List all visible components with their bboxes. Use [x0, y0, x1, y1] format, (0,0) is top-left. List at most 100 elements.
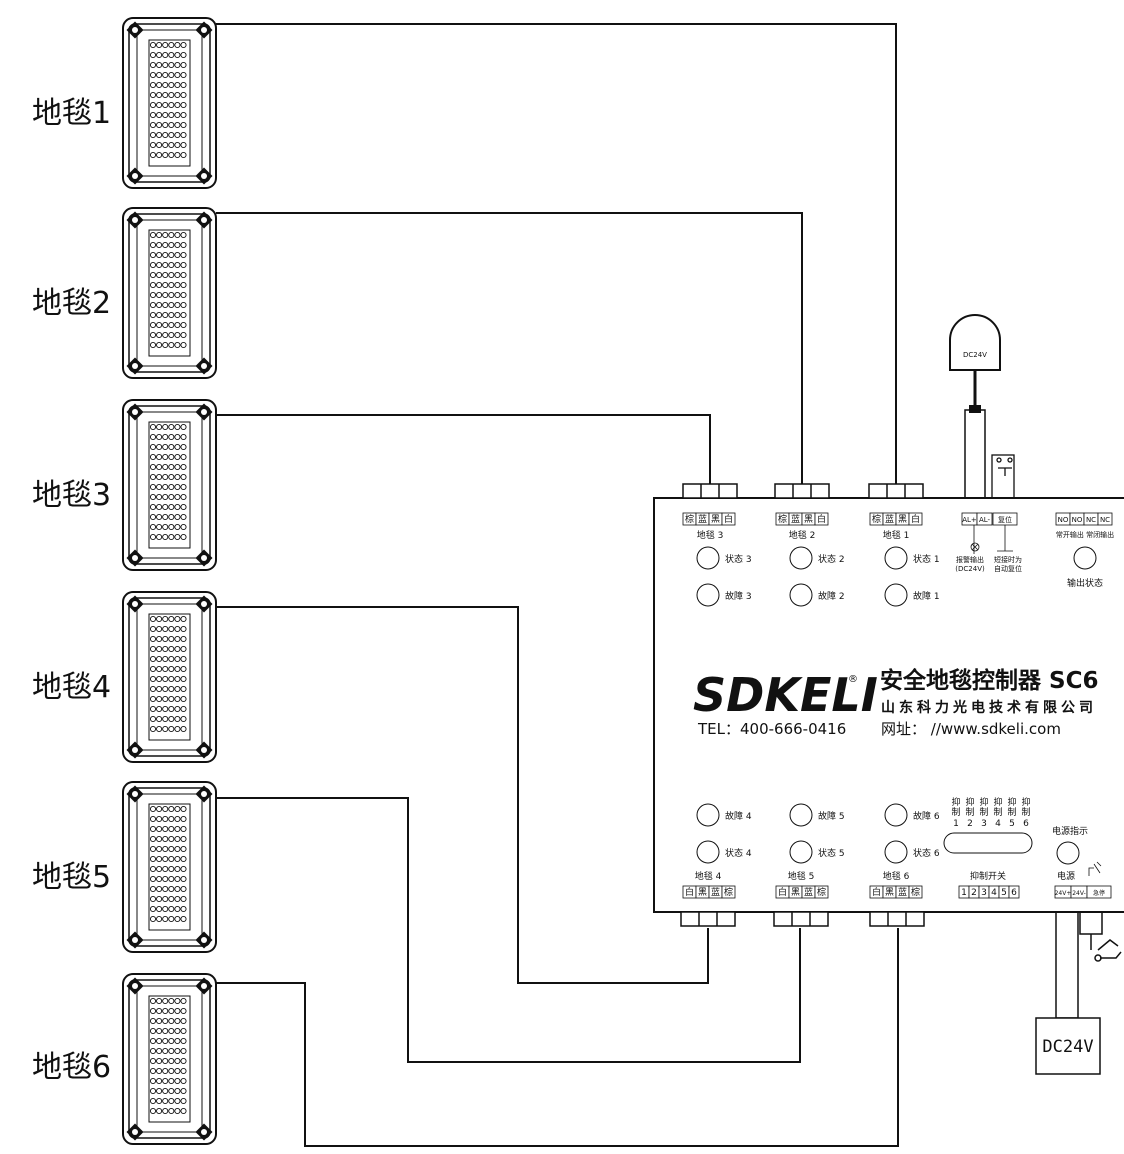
mat3-terminal-label: 白	[724, 513, 733, 525]
company-name: 山东科力光电技术有限公司	[881, 699, 1097, 716]
svg-text:电源指示: 电源指示	[1052, 825, 1088, 837]
mat-4	[122, 591, 217, 763]
lamp-symbol-icon	[970, 542, 980, 552]
mat6-terminal-label: 白	[872, 886, 881, 898]
svg-text:地毯 5: 地毯 5	[788, 870, 815, 882]
website-text: 网址： //www.sdkeli.com	[881, 720, 1061, 738]
registered-mark: ®	[848, 674, 858, 685]
inhibit-terminal-label: 5	[1001, 888, 1007, 898]
svg-text:地毯 3: 地毯 3	[697, 529, 724, 541]
mat6-terminal-4	[908, 885, 923, 899]
mat1-terminal-4	[908, 512, 923, 526]
inhibit-terminal-label: 4	[991, 888, 997, 898]
status-2-indicator	[789, 546, 813, 570]
inhibit-label-char: 制	[993, 806, 1002, 818]
svg-text:地毯 2: 地毯 2	[789, 529, 816, 541]
inhibit-label-char: 抑	[993, 796, 1002, 808]
mat2-terminal-label: 棕	[778, 513, 787, 525]
svg-text:状态 2: 状态 2	[818, 553, 845, 565]
output-terminal-label: NC	[1100, 516, 1110, 524]
output-terminal-label: NC	[1086, 516, 1096, 524]
svg-text:状态 3: 状态 3	[725, 553, 752, 565]
mat5-terminal-label: 蓝	[804, 886, 813, 898]
alarm-lamp-label: DC24V	[963, 351, 987, 359]
inhibit-label-char: 抑	[979, 796, 988, 808]
mat6-terminal-label: 棕	[911, 886, 920, 898]
power-supply-label: DC24V	[1042, 1037, 1093, 1057]
output-status-indicator	[1073, 546, 1097, 570]
alarm-terminal-label: AL-	[979, 516, 991, 524]
mat2-terminal-label: 白	[817, 513, 826, 525]
alarm-reset-block: AL+AL- 复位 报警输出 (DC24V) 短接时为 自动复位	[955, 512, 1022, 573]
controller-title: 安全地毯控制器 SC6	[880, 667, 1098, 694]
estop-symbol-icon	[1088, 861, 1102, 876]
mat-label-3: 地毯3	[32, 478, 111, 513]
svg-text:(DC24V): (DC24V)	[955, 565, 985, 573]
inhibit-terminal-label: 2	[971, 888, 977, 898]
svg-text:故障 6: 故障 6	[913, 810, 940, 822]
mat1-terminal-label: 蓝	[885, 513, 894, 525]
status-3-indicator	[696, 546, 720, 570]
mat2-terminal-label: 黑	[804, 514, 813, 525]
svg-text:故障 1: 故障 1	[913, 590, 940, 602]
inhibit-terminal-label: 6	[1011, 888, 1017, 898]
fault-3-indicator	[696, 583, 720, 607]
power-cable	[1055, 911, 1103, 1019]
inhibit-label-char: 抑	[1007, 796, 1016, 808]
output-terminal-4	[1097, 512, 1113, 526]
tel-text: TEL：400-666-0416	[697, 720, 846, 738]
mat4-terminal-label: 蓝	[711, 886, 720, 898]
inhibit-label-number: 2	[967, 819, 973, 829]
top-port-mat2: 棕蓝黑白 地毯 2 状态 2 故障 2	[775, 512, 845, 607]
alarm-terminal-2	[976, 512, 993, 526]
status-4-indicator	[696, 840, 720, 864]
power-block: 电源指示 电源 24V+24V-急停	[1052, 825, 1112, 899]
brand-logo: SDKELI	[693, 668, 878, 722]
power-terminal-3	[1086, 885, 1112, 899]
alarm-lamp: DC24V	[949, 314, 1001, 499]
power-terminal-label: 24V+	[1055, 890, 1072, 897]
mat4-terminal-label: 白	[685, 886, 694, 898]
mat5-terminal-4	[814, 885, 829, 899]
svg-text:地毯 4: 地毯 4	[695, 870, 722, 882]
svg-text:抑制开关: 抑制开关	[970, 870, 1006, 882]
bottom-port-mat4: 故障 4 状态 4 地毯 4 白黑蓝棕	[682, 803, 752, 899]
mat5-terminal-label: 黑	[791, 887, 800, 898]
wire-mat1	[216, 23, 897, 485]
top-glands	[682, 483, 924, 499]
mat6-terminal-label: 黑	[885, 887, 894, 898]
svg-text:地毯 6: 地毯 6	[883, 870, 910, 882]
mat-label-6: 地毯6	[32, 1050, 111, 1085]
inhibit-dip-switch	[943, 832, 1033, 854]
svg-text:自动复位: 自动复位	[994, 564, 1022, 573]
inhibit-label-char: 抑	[951, 796, 960, 808]
mats	[122, 17, 217, 1145]
inhibit-terminal-label: 1	[961, 888, 967, 898]
mat-5	[122, 781, 217, 953]
svg-text:状态 4: 状态 4	[725, 847, 752, 859]
output-terminal-label: NO	[1058, 516, 1069, 524]
inhibit-label-char: 制	[1007, 806, 1016, 818]
status-1-indicator	[884, 546, 908, 570]
inhibit-label-char: 制	[979, 806, 988, 818]
mat3-terminal-label: 黑	[711, 514, 720, 525]
power-terminal-label: 急停	[1093, 889, 1105, 897]
mat3-terminal-label: 棕	[685, 513, 694, 525]
output-terminal-label: NO	[1072, 516, 1083, 524]
mat-3	[122, 399, 217, 571]
inhibit-label-char: 制	[965, 806, 974, 818]
svg-text:报警输出: 报警输出	[956, 555, 984, 564]
fault-4-indicator	[696, 803, 720, 827]
wires	[216, 23, 899, 1147]
bottom-glands	[680, 911, 925, 927]
wire-mat6	[216, 928, 899, 1147]
svg-text:故障 4: 故障 4	[725, 810, 752, 822]
svg-text:故障 2: 故障 2	[818, 590, 845, 602]
inhibit-label-char: 抑	[1021, 796, 1030, 808]
top-port-mat1: 棕蓝黑白 地毯 1 状态 1 故障 1	[869, 512, 940, 607]
mat1-terminal-label: 棕	[872, 513, 881, 525]
mat-label-2: 地毯2	[32, 286, 111, 321]
bottom-port-mat5: 故障 5 状态 5 地毯 5 白黑蓝棕	[775, 803, 845, 899]
